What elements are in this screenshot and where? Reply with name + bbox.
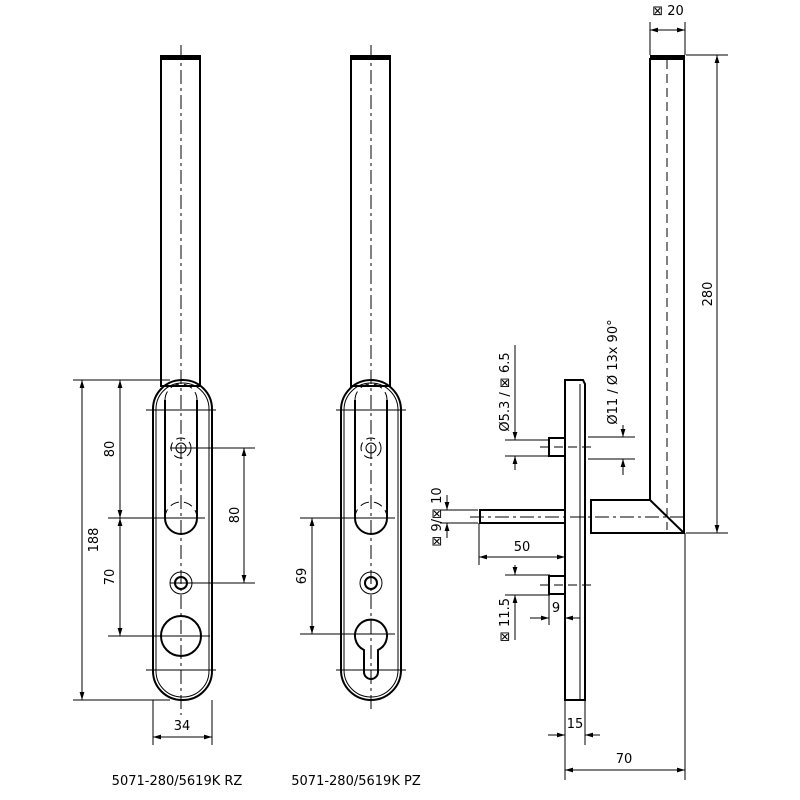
dim-188: 188: [87, 528, 102, 553]
dim-34: 34: [174, 719, 191, 734]
dim-50: 50: [514, 540, 531, 555]
dim-bar-section: ⊠ 20: [652, 4, 684, 19]
dim-15: 15: [567, 717, 584, 732]
caption-pz: 5071-280/5619K PZ: [291, 774, 421, 789]
side-view: [470, 55, 685, 701]
dim-80-screws: 80: [228, 507, 243, 524]
dim-screw: Ø5.3 / ⊠ 6.5: [498, 352, 513, 431]
dim-9: 9: [552, 601, 560, 616]
dim-countersink: Ø11 / Ø 13x 90°: [606, 319, 621, 424]
dim-80-upper: 80: [103, 441, 118, 458]
dim-69: 69: [295, 568, 310, 585]
front-dims-rz: 188 80 70 80 34 5071-280/5619K RZ: [73, 379, 255, 789]
front-view-pz: [336, 45, 406, 710]
dim-11-5: ⊠ 11.5: [498, 598, 513, 642]
side-dims: ⊠ 20 280 Ø5.3 / ⊠ 6.5 Ø11 / Ø 13x 90° ⊠ …: [430, 4, 728, 780]
dim-70-side: 70: [616, 752, 633, 767]
dim-280: 280: [701, 282, 716, 307]
dim-spindle: ⊠ 9/⊠ 10: [430, 487, 445, 546]
caption-rz: 5071-280/5619K RZ: [112, 774, 243, 789]
front-dims-pz: 69 5071-280/5619K PZ: [291, 517, 421, 789]
dim-70: 70: [103, 569, 118, 586]
